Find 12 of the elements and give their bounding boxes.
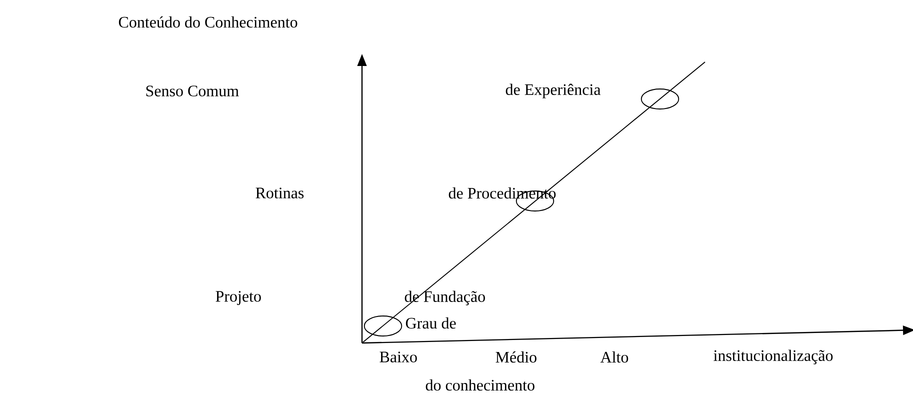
axis-label: Alto	[600, 351, 628, 363]
axis-label: de Experiência	[506, 84, 601, 98]
axis-label: Baixo	[380, 352, 417, 362]
axis-label: do conhecimento	[426, 379, 534, 391]
axis-label: Rotinas	[256, 188, 304, 198]
axis-label: de Fundação	[404, 290, 485, 306]
axis-label: Médio	[496, 351, 536, 363]
axis-label: Projeto	[216, 291, 261, 305]
axis-label: Grau de	[406, 317, 456, 329]
title: Conteúdo do Conhecimento	[118, 16, 298, 28]
axis-label: Senso Comum	[146, 86, 239, 96]
axis-label: institucionalização	[714, 350, 833, 364]
